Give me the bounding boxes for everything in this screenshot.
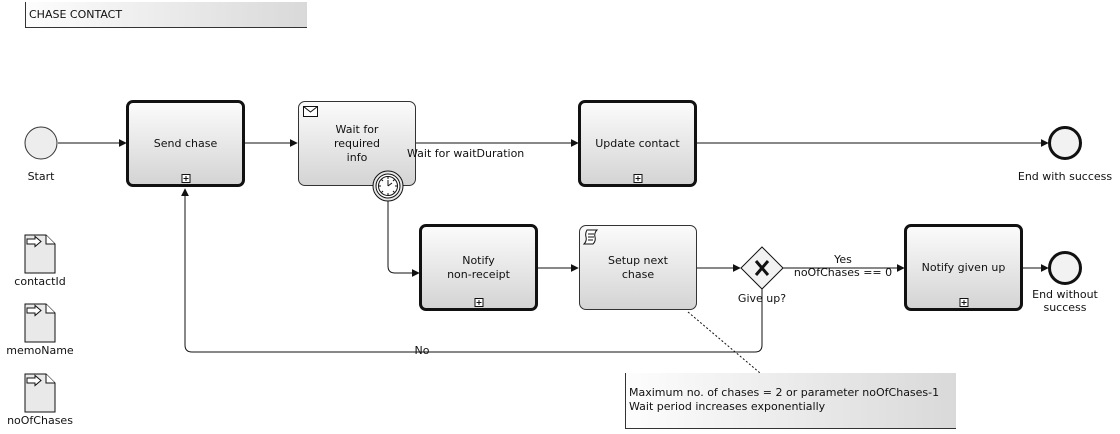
end-success-label: End with success [1017,170,1113,183]
subprocess-marker-icon [959,298,968,307]
x-icon [754,260,770,276]
gateway-label: Give up? [737,292,787,305]
end-without-label-line1: End without [1032,288,1098,301]
pool-title: CHASE CONTACT [25,2,307,28]
script-icon [583,229,599,245]
subprocess-marker-icon [474,298,483,307]
timer-boundary-event-icon[interactable] [372,170,404,202]
envelope-icon [303,106,318,117]
task-send-chase-label: Send chase [153,136,218,150]
task-update-contact[interactable]: Update contact [578,100,697,187]
end-event-without-success[interactable] [1047,250,1083,286]
end-event-success[interactable] [1047,125,1083,161]
task-wait-for-info[interactable]: Wait for required info [298,101,416,186]
data-object-label: memoName [6,344,74,357]
task-send-chase[interactable]: Send chase [126,100,245,187]
annotation-association [687,311,761,374]
task-notify-given-up-label: Notify given up [921,260,1006,274]
task-notify-given-up[interactable]: Notify given up [904,224,1023,311]
start-event[interactable] [23,125,59,161]
task-wait-label-line2: info [346,150,368,164]
annotation-line2: Wait period increases exponentially [629,400,826,413]
text-annotation: Maximum no. of chases = 2 or parameter n… [625,373,956,429]
end-without-label-line2: success [1043,301,1087,314]
task-setup-next-chase[interactable]: Setup next chase [579,225,697,310]
flow-timer-to-notify [387,201,420,277]
task-notify-non-receipt[interactable]: Notify non-receipt [419,224,538,311]
task-update-contact-label: Update contact [595,136,680,150]
data-object-label: contactId [14,275,66,288]
subprocess-marker-icon [633,174,642,183]
flow-label-yes-condition: noOfChases == 0 [793,266,893,279]
task-setup-label-line1: Setup next [608,253,668,267]
flow-label-no: No [414,344,430,357]
flow-label-yes: Yes [834,253,852,266]
flow-gateway-no [181,188,763,353]
exclusive-gateway[interactable] [739,245,785,291]
flow-label-wait-duration: Wait for waitDuration [407,147,525,160]
task-notify-label-line2: non-receipt [447,267,510,281]
data-object-icon[interactable] [24,234,56,274]
start-label: Start [27,170,55,183]
task-setup-label-line2: chase [621,267,655,281]
data-object-icon[interactable] [24,303,56,343]
subprocess-marker-icon [181,174,190,183]
task-notify-label-line1: Notify [462,253,495,267]
data-object-label: noOfChases [7,414,73,427]
data-object-icon[interactable] [24,373,56,413]
task-wait-label-line1: Wait for required [333,122,381,150]
annotation-line1: Maximum no. of chases = 2 or parameter n… [629,386,940,399]
